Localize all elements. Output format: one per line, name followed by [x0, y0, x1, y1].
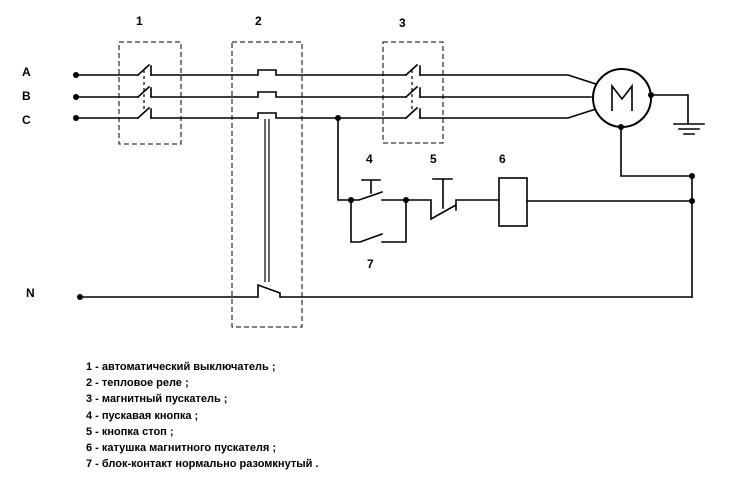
motor	[592, 68, 654, 130]
starter-coil	[498, 177, 528, 227]
start-button-contact	[350, 190, 407, 201]
legend-item: 1 - автоматический выключатель ;	[86, 361, 276, 373]
phase-label-n: N	[26, 286, 35, 300]
circuit-breaker-enclosure	[118, 41, 182, 145]
legend-item: 6 - катушка магнитного пускателя ;	[86, 442, 277, 455]
phase-c-line	[73, 106, 598, 121]
block-number-2: 2	[255, 14, 262, 28]
thermal-relay-enclosure	[231, 41, 303, 328]
block-number-4: 4	[366, 152, 373, 166]
motor-return-line	[620, 126, 693, 298]
phase-label-b: B	[22, 89, 31, 103]
block-number-7: 7	[367, 257, 374, 271]
legend-list: 1 - автоматический выключатель ; 2 - теп…	[86, 359, 318, 472]
magnetic-starter-enclosure	[382, 41, 444, 144]
legend-item: 3 - магнитный пускатель ;	[86, 393, 228, 406]
block-number-3: 3	[399, 16, 406, 30]
thermal-relay-linkage	[264, 119, 270, 282]
phase-a-line	[73, 63, 598, 86]
phase-label-c: C	[22, 113, 31, 127]
block-number-1: 1	[136, 14, 143, 28]
block-number-6: 6	[499, 152, 506, 166]
stop-button-contact	[405, 199, 499, 221]
phase-b-line	[73, 85, 592, 100]
ground-icon	[650, 94, 705, 135]
holding-contact	[350, 199, 407, 243]
phase-label-a: A	[22, 65, 31, 79]
legend-item: 4 - пускавая кнопка ;	[86, 409, 199, 422]
block-number-5: 5	[430, 152, 437, 166]
neutral-line	[77, 283, 693, 300]
stop-button-actuator	[432, 178, 453, 209]
legend-item: 2 - тепловое реле ;	[86, 377, 189, 390]
legend-item: 7 - блок-контакт нормально разомкнутый .	[86, 458, 319, 471]
motor-symbol-icon	[611, 83, 633, 111]
control-circuit	[335, 115, 695, 243]
start-button-actuator	[361, 179, 381, 194]
legend-item: 5 - кнопка стоп ;	[86, 425, 174, 438]
